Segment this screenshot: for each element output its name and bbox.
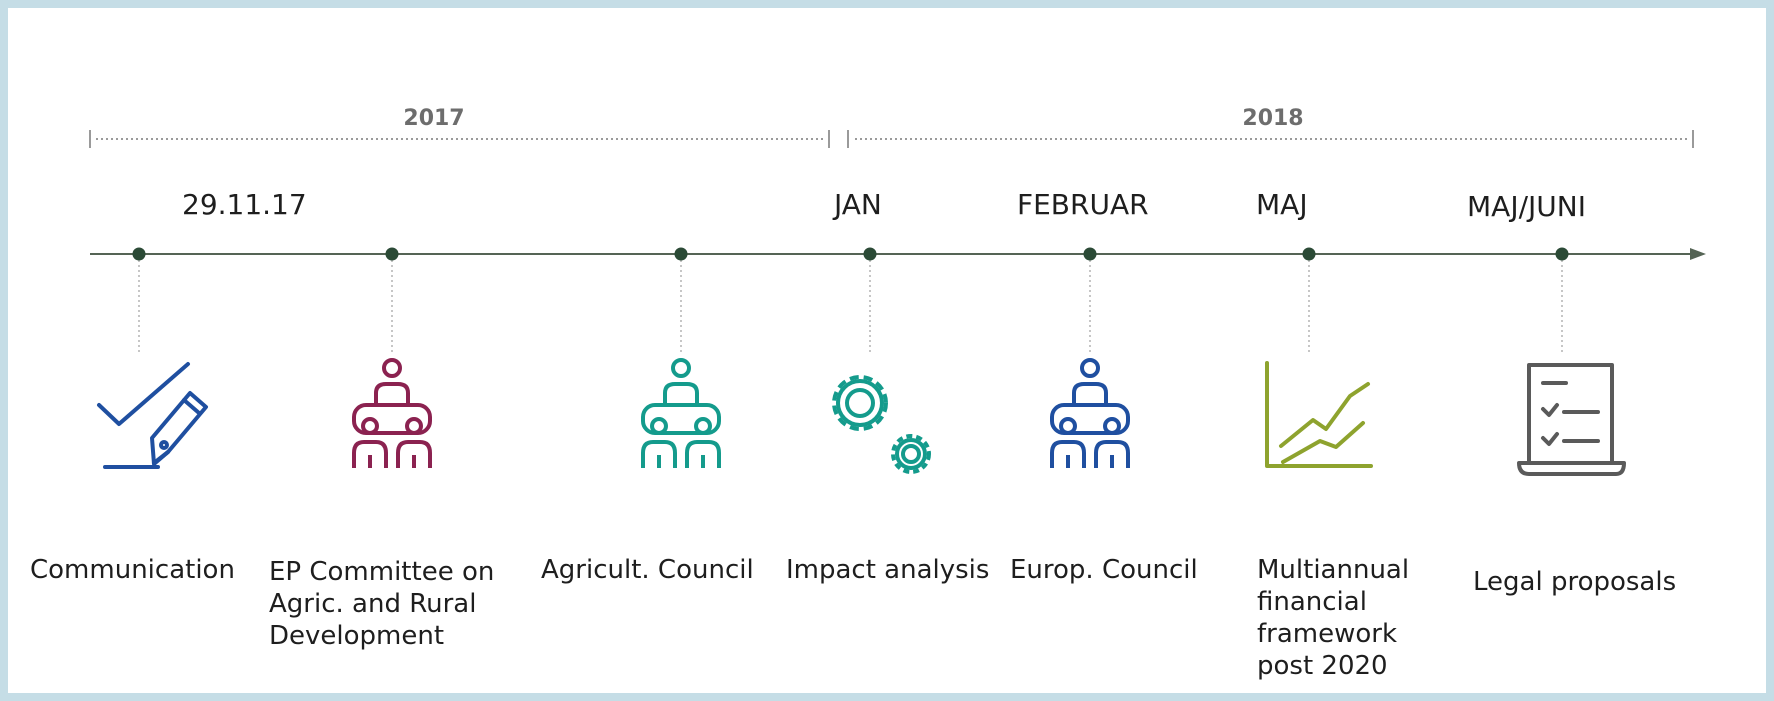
- year-bracket-2017: [89, 130, 830, 148]
- timeline-dot: [1083, 247, 1097, 261]
- timeline-dots: [132, 247, 1569, 261]
- line-chart-icon: [1265, 361, 1373, 468]
- timeline-dot: [674, 247, 688, 261]
- timeline-dot: [1555, 247, 1569, 261]
- timeline-dot: [385, 247, 399, 261]
- period-label: 29.11.17: [182, 188, 307, 221]
- year-bracket-2018: [847, 130, 1694, 148]
- event-label-multiannual-framework: Multiannual financial framework post 202…: [1257, 555, 1410, 681]
- timeline-arrow-head: [1690, 248, 1706, 260]
- gears-icon: [832, 375, 931, 474]
- period-label: JAN: [834, 188, 882, 221]
- pen-check-icon: [97, 362, 208, 469]
- meeting-icon: [352, 358, 432, 468]
- connectors: [138, 260, 1563, 353]
- timeline-dot: [863, 247, 877, 261]
- year-label-2017: 2017: [403, 106, 465, 131]
- timeline-panel: 2017 2018 29.11.17 JAN FEBRUAR MAJ MAJ/J…: [8, 8, 1766, 693]
- meeting-icon: [641, 358, 721, 468]
- event-label-communication: Communication: [30, 555, 235, 585]
- event-label-ep-committee: EP Committee on Agric. and Rural Develop…: [269, 557, 495, 651]
- year-label-2018: 2018: [1242, 106, 1304, 131]
- timeline-dot: [132, 247, 146, 261]
- event-label-impact-analysis: Impact analysis: [786, 555, 990, 585]
- event-label-europ-council: Europ. Council: [1010, 555, 1198, 585]
- event-label-legal-proposals: Legal proposals: [1473, 567, 1677, 597]
- event-label-agricult-council: Agricult. Council: [541, 555, 754, 585]
- timeline-graphics: [89, 130, 1706, 476]
- period-label: MAJ/JUNI: [1467, 190, 1586, 223]
- timeline-dot: [1302, 247, 1316, 261]
- period-label: MAJ: [1256, 188, 1308, 221]
- period-label: FEBRUAR: [1017, 188, 1149, 221]
- document-checklist-icon: [1517, 363, 1626, 476]
- meeting-icon: [1050, 358, 1130, 468]
